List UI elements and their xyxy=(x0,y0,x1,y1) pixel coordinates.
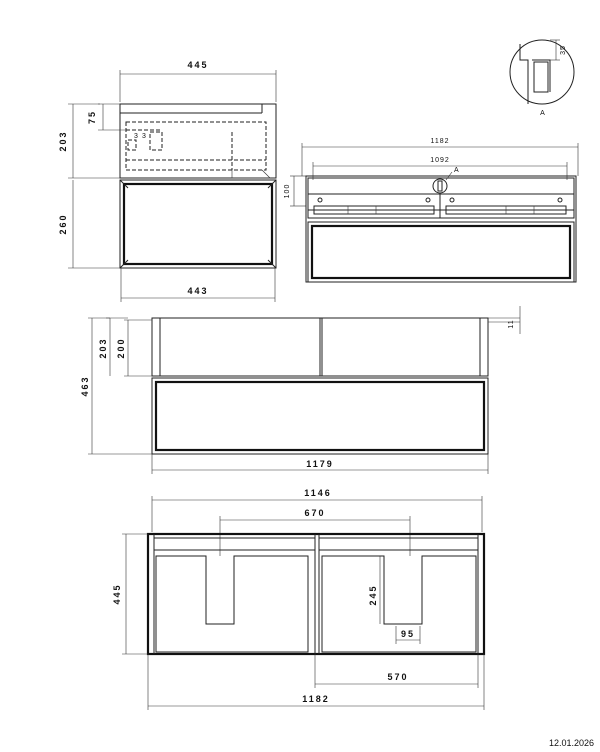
side-view: 445 3 3 75 203 xyxy=(58,60,277,302)
side-width-label: 445 xyxy=(187,60,208,70)
detail-a: 35 A xyxy=(509,39,575,117)
elev-offset-label: 11 xyxy=(508,319,515,328)
plan-width-top-label: 1146 xyxy=(304,488,332,498)
plan-depth-label: 445 xyxy=(112,583,122,604)
detail-title: A xyxy=(540,110,546,117)
front-inner-width-label: 1092 xyxy=(430,157,450,164)
side-drawer-height-label: 203 xyxy=(58,130,68,151)
side-frame-height-label: 260 xyxy=(58,213,68,234)
drawing-date: 12.01.2026 xyxy=(549,738,594,748)
side-bottom-width-label: 443 xyxy=(187,286,208,296)
elev-height-label: 463 xyxy=(80,375,90,396)
plan-width-bottom-label: 1182 xyxy=(302,694,330,704)
side-upper-gap-label: 75 xyxy=(87,110,97,124)
front-detail-marker: A xyxy=(454,167,460,174)
plan-cutout-depth-label: 245 xyxy=(368,584,378,605)
elev-drawer-200-label: 200 xyxy=(116,337,126,358)
elev-width-label: 1179 xyxy=(306,459,334,469)
front-drawer-height-label: 100 xyxy=(284,184,291,199)
plan-view: 1146 670 445 245 95 570 xyxy=(112,488,486,710)
plan-cutout-width-label: 95 xyxy=(401,629,415,639)
detail-dim-label: 35 xyxy=(560,45,567,55)
plan-spacing-label: 670 xyxy=(304,508,325,518)
plan-drawer-width-label: 570 xyxy=(387,672,408,682)
front-view: 1182 1092 100 A xyxy=(284,138,579,283)
svg-text:3: 3 xyxy=(142,133,147,140)
elev-drawer-203-label: 203 xyxy=(98,337,108,358)
elevation-view: 11 200 203 463 1179 xyxy=(80,306,521,474)
svg-text:3: 3 xyxy=(134,133,139,140)
front-total-width-label: 1182 xyxy=(430,138,449,145)
